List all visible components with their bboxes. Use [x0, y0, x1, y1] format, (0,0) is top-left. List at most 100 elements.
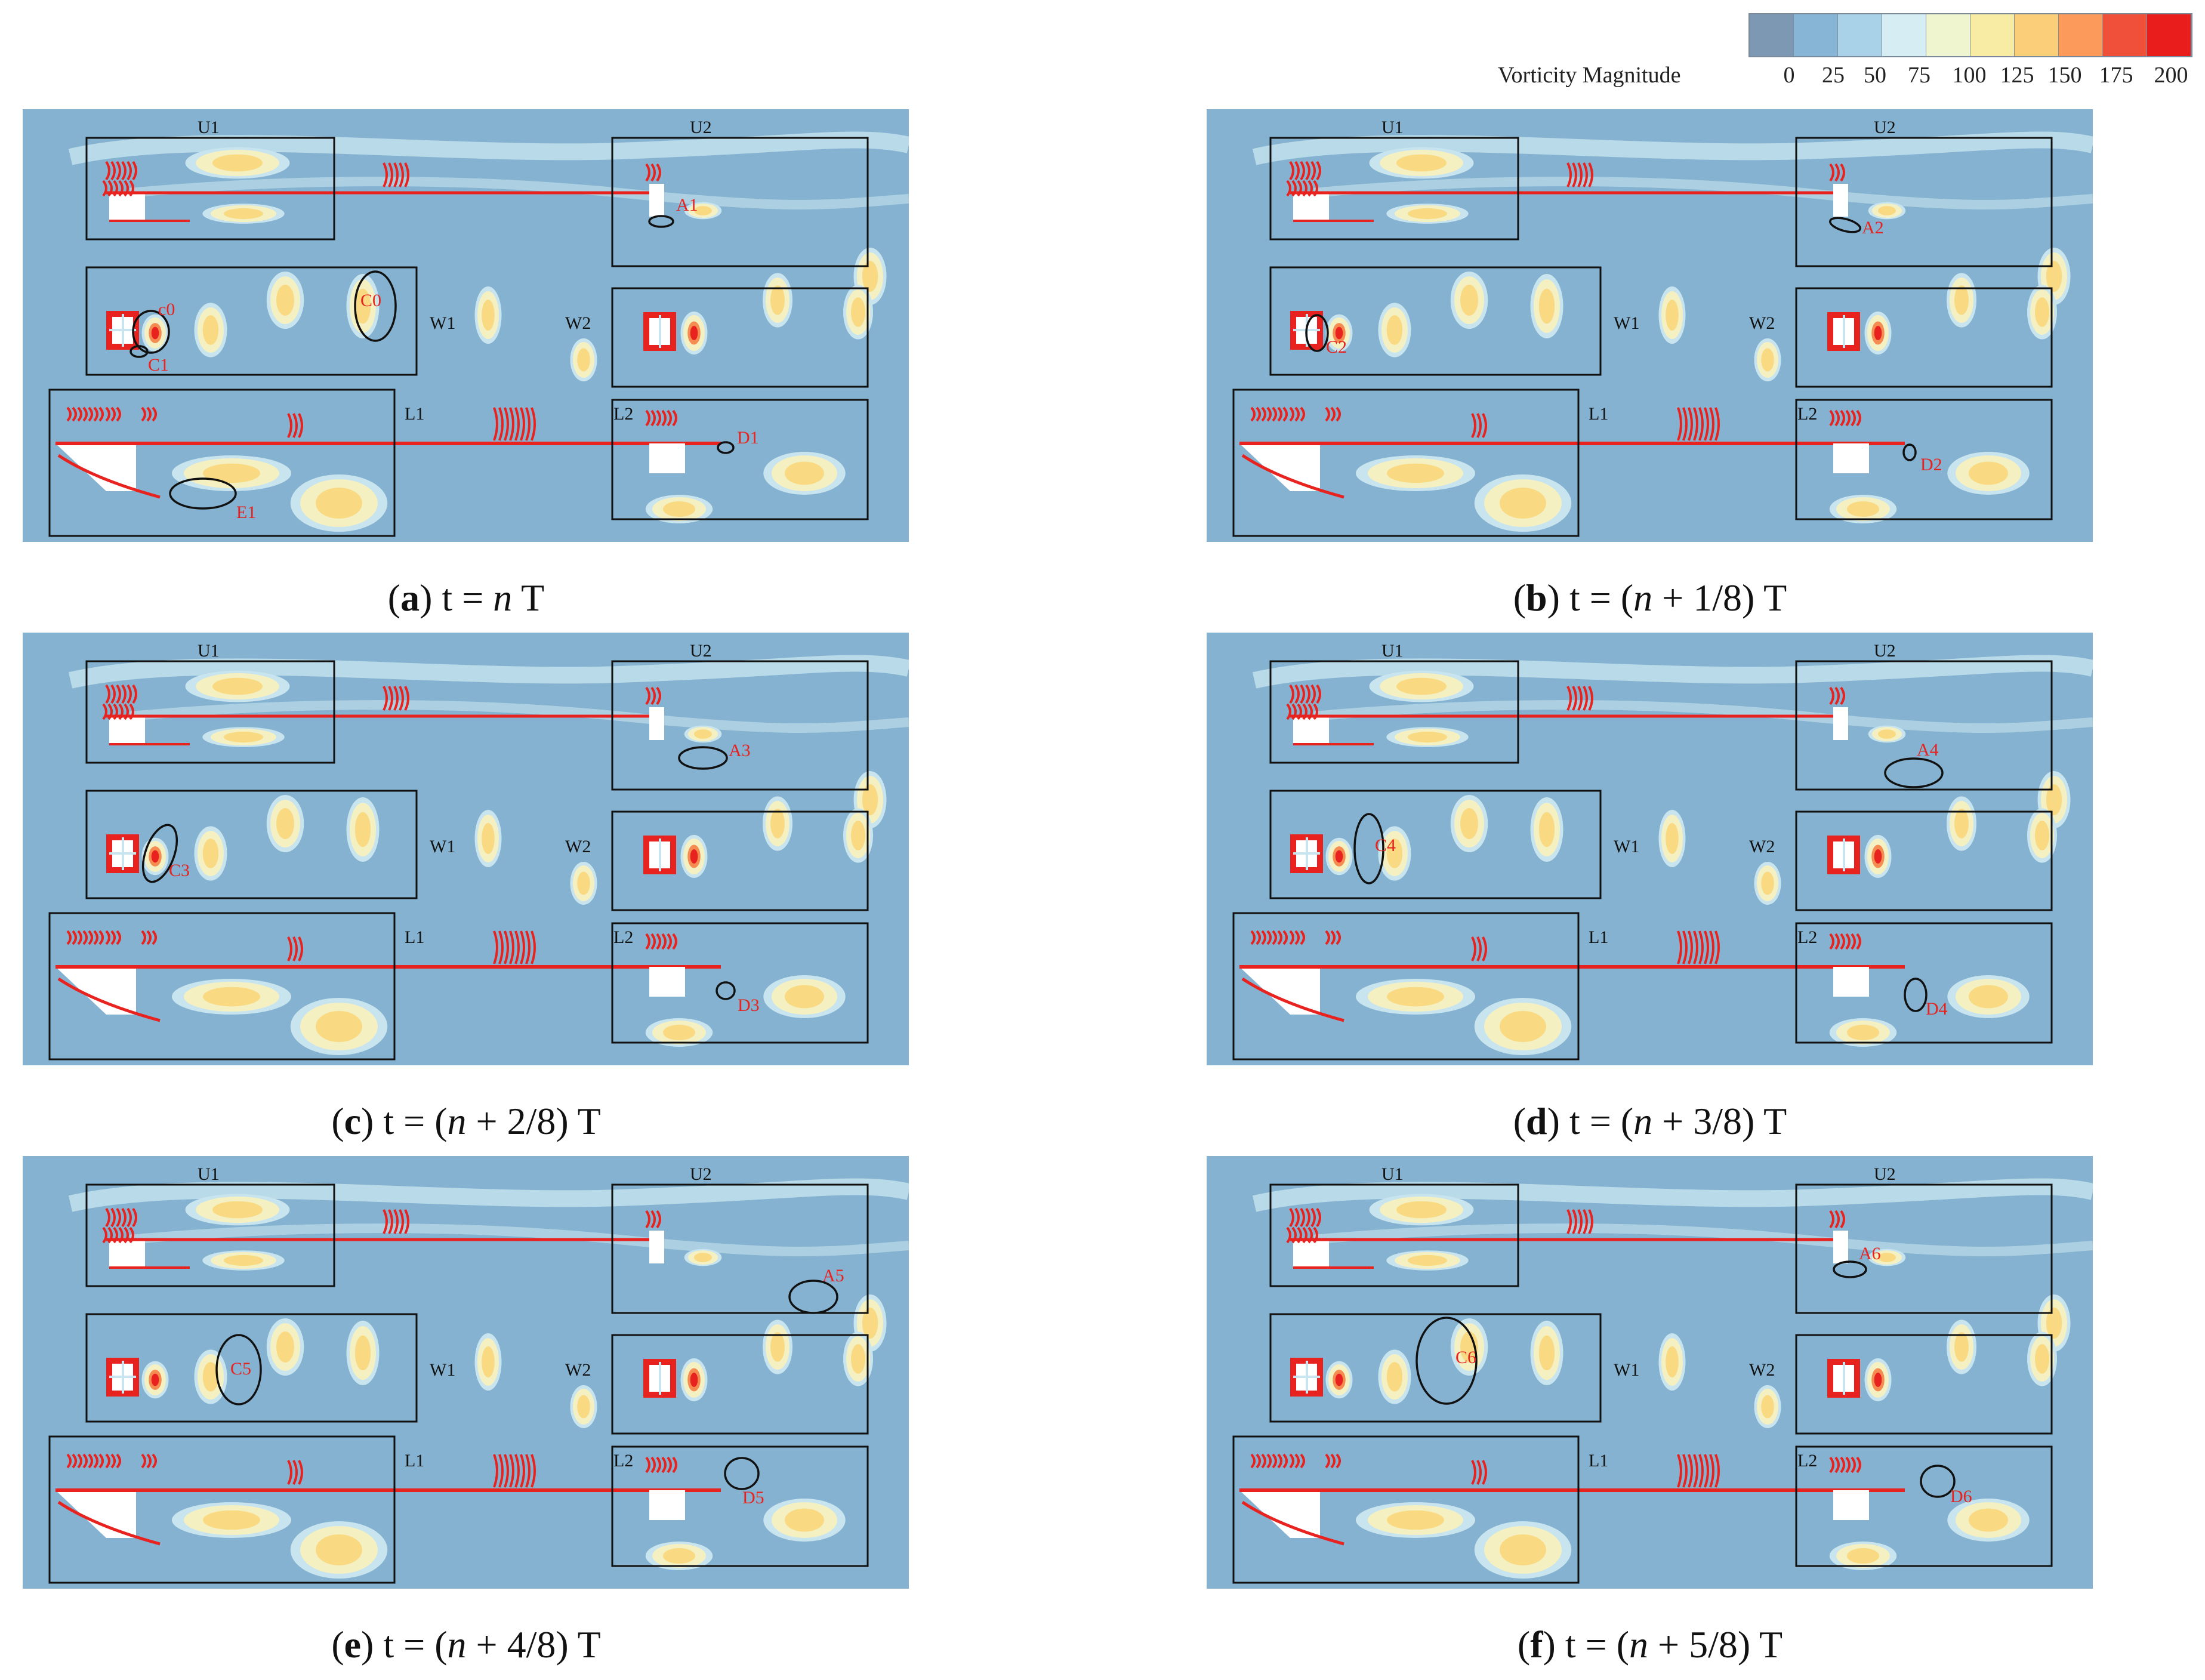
fin	[1286, 180, 1291, 197]
vortex	[1947, 1499, 2030, 1542]
vortex	[1530, 274, 1563, 338]
fin	[383, 1209, 388, 1234]
fin	[531, 930, 536, 964]
fin	[645, 409, 650, 427]
structure-body	[649, 1231, 664, 1263]
colorbar-tick-label: 25	[1822, 63, 1845, 88]
fin	[146, 930, 152, 945]
fin	[1693, 1454, 1698, 1488]
fin	[118, 703, 124, 720]
fin	[1297, 1226, 1302, 1244]
region-box	[85, 660, 335, 764]
fin	[1307, 703, 1313, 720]
fin	[1291, 1226, 1297, 1244]
vortex	[1754, 338, 1781, 381]
fin	[298, 936, 303, 961]
fin	[1300, 930, 1305, 945]
marker-label: A2	[1862, 218, 1884, 238]
marker-ellipse	[1833, 1260, 1867, 1278]
fin	[399, 1209, 404, 1234]
fin	[1677, 1454, 1682, 1488]
region-label: W1	[1614, 837, 1639, 856]
vortex	[1868, 1249, 1906, 1266]
fin	[667, 933, 672, 950]
vortex	[1658, 1333, 1686, 1391]
fin	[1256, 930, 1261, 945]
fin	[531, 1454, 536, 1488]
fin	[672, 409, 677, 427]
fin	[1704, 930, 1709, 964]
fin	[77, 1453, 82, 1469]
fin	[1297, 180, 1302, 197]
region-box	[1269, 660, 1519, 764]
fin	[1840, 1456, 1845, 1474]
structure-body	[649, 184, 664, 217]
fin	[1305, 161, 1310, 181]
fin	[1856, 409, 1861, 427]
fin	[1302, 703, 1307, 720]
fin	[132, 1207, 137, 1228]
structure-body	[1239, 443, 1320, 491]
fin	[1688, 1454, 1693, 1488]
marker-ellipse	[716, 981, 736, 1000]
vortex	[290, 1521, 388, 1579]
fin	[1845, 1456, 1851, 1474]
marker-label: D2	[1920, 455, 1942, 474]
fin	[1250, 1453, 1256, 1469]
fin	[110, 684, 116, 704]
vortex	[346, 1321, 380, 1385]
vortex	[1369, 1194, 1474, 1226]
fin	[1250, 406, 1256, 422]
region-label: L2	[613, 1451, 633, 1471]
vortex	[141, 314, 169, 352]
vortex	[1474, 1521, 1572, 1579]
fin	[383, 686, 388, 711]
fin	[1305, 1207, 1310, 1228]
structure-body	[1833, 1490, 1869, 1520]
fin	[525, 407, 531, 441]
fin	[1266, 1453, 1272, 1469]
vortex	[194, 303, 227, 357]
fin	[1300, 161, 1305, 181]
fin	[1829, 933, 1834, 950]
fin	[672, 1456, 677, 1474]
structure-body	[1833, 184, 1848, 217]
fin	[1305, 684, 1310, 704]
region-label: U1	[198, 118, 220, 137]
fin	[1256, 1453, 1261, 1469]
fin	[1829, 409, 1834, 427]
fin	[1714, 930, 1720, 964]
fin	[1856, 1456, 1861, 1474]
structure-body	[109, 716, 145, 743]
region-box	[611, 1183, 869, 1314]
fin	[152, 1453, 157, 1469]
fin	[1834, 933, 1840, 950]
region-label: L1	[1589, 927, 1608, 947]
panel-letter: f	[1530, 1623, 1543, 1666]
fin	[404, 686, 409, 711]
marker-label: A3	[729, 741, 751, 760]
region-label: L1	[405, 404, 424, 424]
fin	[1336, 1453, 1341, 1469]
vortex	[1450, 272, 1488, 329]
fin	[1840, 686, 1845, 705]
panel-time: t = (n + 4/8) T	[383, 1623, 601, 1666]
fin	[127, 161, 132, 181]
fin	[672, 933, 677, 950]
fin	[1316, 1207, 1321, 1228]
fin	[1256, 406, 1261, 422]
structure-body	[1293, 716, 1329, 743]
fin	[1845, 409, 1851, 427]
fin	[105, 1207, 110, 1228]
fin	[493, 930, 498, 964]
vortex	[1829, 1018, 1897, 1047]
fin	[1704, 1454, 1709, 1488]
fin	[1250, 930, 1256, 945]
fin	[107, 703, 113, 720]
marker-ellipse	[1353, 813, 1384, 884]
colorbar-swatch	[1838, 14, 1882, 56]
fin	[1572, 1209, 1577, 1234]
